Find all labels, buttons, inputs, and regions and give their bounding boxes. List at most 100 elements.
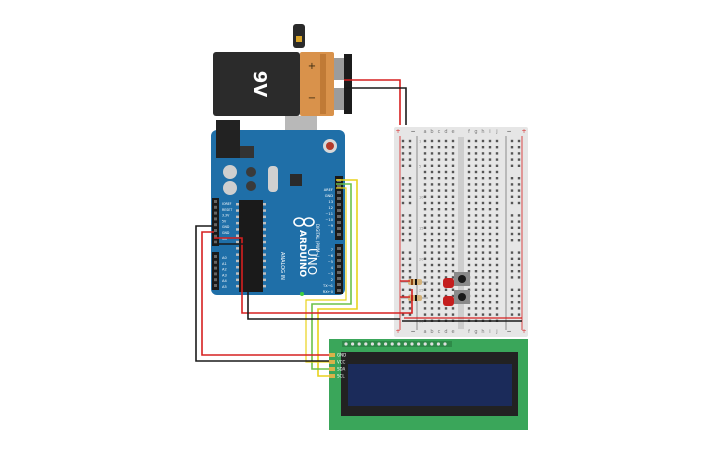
breadboard-hole[interactable] bbox=[495, 158, 499, 161]
rail-hole[interactable] bbox=[408, 232, 412, 236]
breadboard-hole[interactable] bbox=[481, 288, 485, 291]
breadboard-hole[interactable] bbox=[467, 177, 471, 180]
breadboard-hole[interactable] bbox=[444, 276, 448, 279]
breadboard-hole[interactable] bbox=[444, 220, 448, 223]
breadboard-hole[interactable] bbox=[488, 158, 492, 161]
breadboard-hole[interactable] bbox=[495, 282, 499, 285]
rail-hole[interactable] bbox=[408, 195, 412, 198]
rail-hole[interactable] bbox=[517, 201, 521, 205]
rail-hole[interactable] bbox=[408, 183, 412, 186]
breadboard-hole[interactable] bbox=[423, 245, 427, 248]
breadboard-hole[interactable] bbox=[474, 164, 478, 167]
breadboard-hole[interactable] bbox=[467, 183, 471, 186]
breadboard-hole[interactable] bbox=[474, 214, 478, 217]
breadboard-hole[interactable] bbox=[444, 251, 448, 254]
rail-hole[interactable] bbox=[517, 307, 521, 310]
breadboard-hole[interactable] bbox=[481, 214, 485, 217]
breadboard-hole[interactable] bbox=[430, 294, 434, 298]
breadboard-hole[interactable] bbox=[474, 177, 478, 180]
rail-hole[interactable] bbox=[510, 201, 514, 205]
breadboard-hole[interactable] bbox=[430, 263, 434, 267]
breadboard-hole[interactable] bbox=[488, 183, 492, 186]
header-pin[interactable] bbox=[337, 259, 341, 262]
rail-hole[interactable] bbox=[401, 214, 405, 217]
rail-hole[interactable] bbox=[510, 195, 514, 198]
breadboard-hole[interactable] bbox=[451, 152, 455, 155]
rail-hole[interactable] bbox=[401, 301, 405, 304]
breadboard-hole[interactable] bbox=[451, 288, 455, 291]
breadboard-hole[interactable] bbox=[444, 214, 448, 217]
breadboard-hole[interactable] bbox=[437, 146, 441, 149]
breadboard-hole[interactable] bbox=[444, 183, 448, 186]
rail-hole[interactable] bbox=[401, 152, 405, 155]
breadboard-hole[interactable] bbox=[495, 270, 499, 273]
breadboard-hole[interactable] bbox=[423, 263, 427, 267]
breadboard-hole[interactable] bbox=[488, 208, 492, 211]
digital-header[interactable] bbox=[335, 176, 343, 294]
breadboard-hole[interactable] bbox=[437, 270, 441, 273]
header-pin[interactable] bbox=[337, 209, 341, 212]
header-pin[interactable] bbox=[214, 217, 217, 221]
breadboard-hole[interactable] bbox=[444, 307, 448, 310]
breadboard-hole[interactable] bbox=[423, 152, 427, 155]
rail-hole[interactable] bbox=[510, 294, 514, 298]
rail-hole[interactable] bbox=[517, 288, 521, 291]
header-pin[interactable] bbox=[214, 234, 217, 238]
breadboard-hole[interactable] bbox=[430, 257, 434, 260]
rail-hole[interactable] bbox=[517, 214, 521, 217]
breadboard-hole[interactable] bbox=[488, 146, 492, 149]
rail-hole[interactable] bbox=[408, 152, 412, 155]
breadboard-hole[interactable] bbox=[488, 301, 492, 304]
rail-hole[interactable] bbox=[510, 183, 514, 186]
rail-hole[interactable] bbox=[510, 189, 514, 192]
breadboard-hole[interactable] bbox=[481, 313, 485, 316]
breadboard-hole[interactable] bbox=[437, 220, 441, 223]
breadboard-hole[interactable] bbox=[488, 245, 492, 248]
breadboard-hole[interactable] bbox=[467, 270, 471, 273]
rail-hole[interactable] bbox=[517, 313, 521, 316]
lcd-pin[interactable] bbox=[329, 360, 335, 364]
header-pin[interactable] bbox=[337, 233, 341, 236]
breadboard-hole[interactable] bbox=[488, 139, 492, 143]
breadboard-hole[interactable] bbox=[437, 208, 441, 211]
breadboard-hole[interactable] bbox=[423, 282, 427, 285]
breadboard-hole[interactable] bbox=[423, 276, 427, 279]
breadboard-hole[interactable] bbox=[451, 139, 455, 143]
breadboard-hole[interactable] bbox=[444, 226, 448, 229]
breadboard-hole[interactable] bbox=[423, 288, 427, 291]
breadboard-hole[interactable] bbox=[481, 251, 485, 254]
breadboard-hole[interactable] bbox=[423, 313, 427, 316]
breadboard-hole[interactable] bbox=[430, 301, 434, 304]
breadboard-hole[interactable] bbox=[467, 307, 471, 310]
breadboard-hole[interactable] bbox=[474, 201, 478, 205]
rail-hole[interactable] bbox=[510, 239, 514, 242]
breadboard-hole[interactable] bbox=[437, 245, 441, 248]
breadboard-hole[interactable] bbox=[423, 270, 427, 273]
breadboard-hole[interactable] bbox=[481, 189, 485, 192]
breadboard-hole[interactable] bbox=[481, 177, 485, 180]
breadboard-hole[interactable] bbox=[495, 164, 499, 167]
breadboard-hole[interactable] bbox=[430, 307, 434, 310]
breadboard-hole[interactable] bbox=[474, 183, 478, 186]
breadboard-hole[interactable] bbox=[430, 152, 434, 155]
breadboard-hole[interactable] bbox=[488, 263, 492, 267]
breadboard-hole[interactable] bbox=[444, 201, 448, 205]
rail-hole[interactable] bbox=[510, 301, 514, 304]
breadboard-hole[interactable] bbox=[437, 177, 441, 180]
header-pin[interactable] bbox=[337, 253, 341, 256]
header-pin[interactable] bbox=[337, 215, 341, 218]
header-pin[interactable] bbox=[337, 265, 341, 268]
header-pin[interactable] bbox=[337, 247, 341, 250]
breadboard-hole[interactable] bbox=[467, 152, 471, 155]
rail-hole[interactable] bbox=[510, 270, 514, 273]
breadboard-hole[interactable] bbox=[474, 251, 478, 254]
breadboard-hole[interactable] bbox=[481, 257, 485, 260]
breadboard-hole[interactable] bbox=[481, 245, 485, 248]
rail-hole[interactable] bbox=[510, 257, 514, 260]
header-pin[interactable] bbox=[214, 255, 217, 258]
breadboard-hole[interactable] bbox=[451, 276, 455, 279]
breadboard-hole[interactable] bbox=[437, 232, 441, 236]
rail-hole[interactable] bbox=[408, 288, 412, 291]
breadboard-hole[interactable] bbox=[437, 282, 441, 285]
